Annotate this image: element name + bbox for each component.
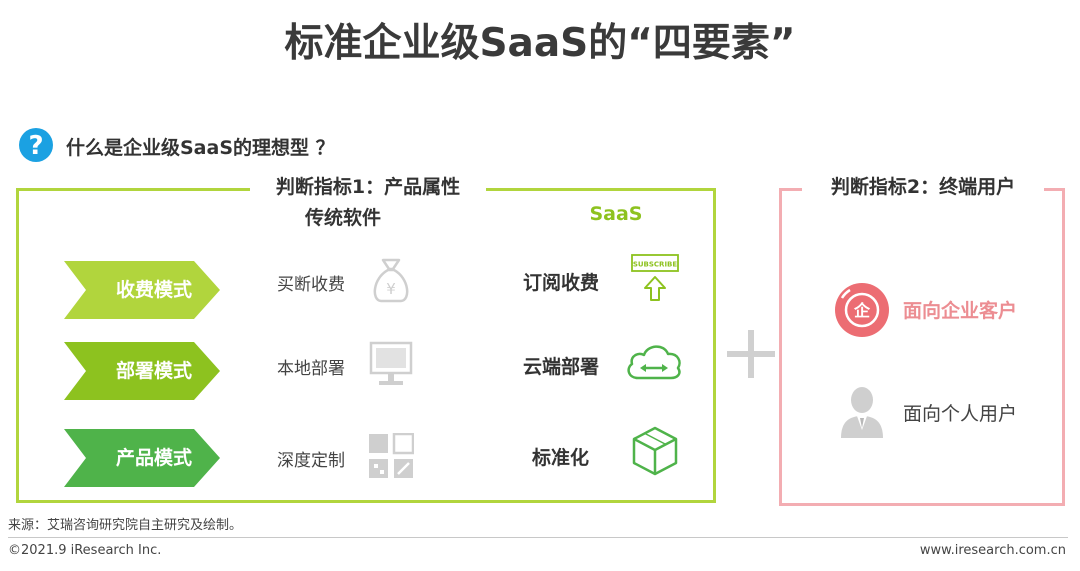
plus-icon	[727, 330, 775, 378]
saas-deployment-text: 云端部署	[523, 356, 600, 378]
question-icon: ?	[19, 128, 53, 162]
subscribe-icon: SUBSCRIBE	[631, 254, 679, 301]
arrow-tag-shape	[64, 342, 220, 400]
row-label: 部署模式	[115, 360, 192, 382]
indicator2-title: 判断指标2：终端用户	[802, 167, 1044, 207]
traditional-product-text: 深度定制	[277, 451, 345, 471]
source-note: 来源：艾瑞咨询研究院自主研究及绘制。	[8, 518, 243, 533]
arrow-tag-shape	[64, 261, 220, 319]
enterprise-symbol: 企	[853, 301, 871, 320]
subscribe-badge-text: SUBSCRIBE	[633, 261, 678, 269]
copyright-text: ©2021.9 iResearch Inc.	[8, 543, 162, 558]
question-text: 什么是企业级SaaS的理想型 ？	[66, 137, 335, 159]
personal-user-text: 面向个人用户	[903, 403, 1018, 425]
person-icon	[841, 387, 883, 438]
monitor-icon	[369, 341, 413, 385]
row-label-tag-deployment: 部署模式	[64, 342, 220, 400]
arrow-tag-shape	[64, 429, 220, 487]
row-label: 收费模式	[115, 279, 192, 301]
enterprise-customer-text: 面向企业客户	[903, 300, 1018, 322]
cloud-icon	[627, 345, 681, 380]
saas-billing-text: 订阅收费	[523, 272, 600, 294]
svg-text:?: ?	[28, 131, 43, 161]
money-bag-icon: ¥	[373, 258, 409, 303]
traditional-deployment-text: 本地部署	[277, 359, 345, 379]
website-link[interactable]: www.iresearch.com.cn	[919, 543, 1066, 558]
cube-icon	[632, 426, 678, 476]
traditional-billing-text: 买断收费	[277, 275, 345, 295]
indicator1-title: 判断指标1：产品属性	[250, 167, 486, 207]
column-header-saas: SaaS	[589, 203, 643, 225]
yen-symbol: ¥	[386, 280, 396, 298]
indicator2-box	[779, 188, 1065, 506]
row-label-tag-billing: 收费模式	[64, 261, 220, 319]
saas-product-text: 标准化	[532, 447, 590, 469]
column-header-traditional: 传统软件	[304, 207, 381, 229]
footer-divider	[8, 537, 1068, 538]
row-label: 产品模式	[115, 447, 192, 469]
page-title: 标准企业级SaaS的“四要素”	[284, 21, 796, 66]
custom-grid-icon	[369, 433, 414, 478]
row-label-tag-product: 产品模式	[64, 429, 220, 487]
enterprise-icon: 企	[835, 283, 889, 337]
